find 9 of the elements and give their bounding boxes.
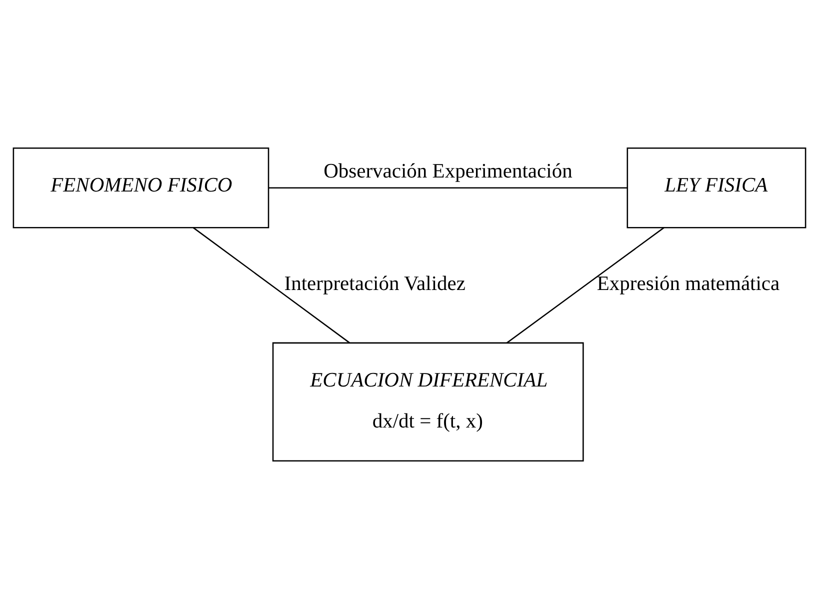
connector (192, 227, 350, 344)
connector (506, 227, 664, 344)
node-box: ECUACION DIFERENCIAL dx/dt = f(t, x) (272, 342, 584, 462)
edge-label: Observación Experimentación (324, 160, 572, 182)
edge-label: Interpretación Validez (284, 273, 466, 296)
connector (268, 187, 628, 188)
edge-label: Expresión matemática (596, 273, 780, 296)
node-box: LEY FISICA (626, 147, 806, 228)
node-box: FENOMENO FISICO (12, 147, 270, 228)
